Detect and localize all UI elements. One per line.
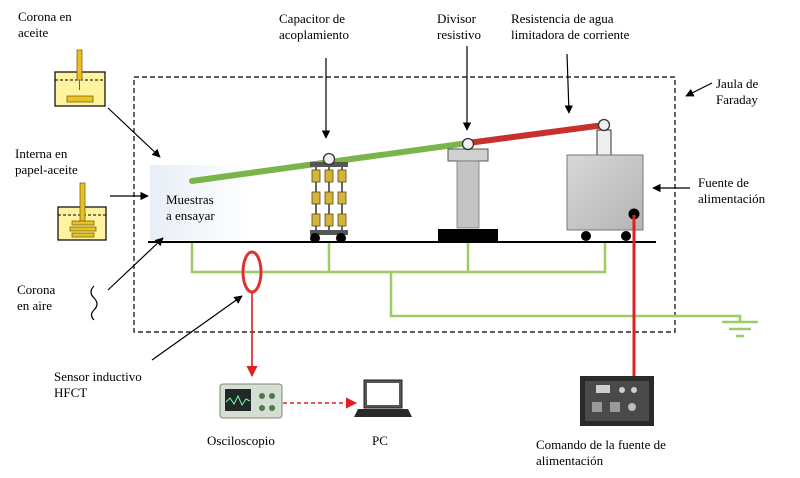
faraday-cage bbox=[133, 76, 676, 333]
ground-network bbox=[190, 243, 742, 321]
label-capacitor: Capacitor de acoplamiento bbox=[279, 11, 350, 42]
oscilloscope-icon bbox=[219, 383, 283, 419]
label-corona-aceite: Corona en aceite bbox=[18, 9, 72, 40]
cup-paper-oil-icon bbox=[57, 182, 107, 241]
label-resistencia: Resistencia de agua limitadora de corrie… bbox=[511, 11, 630, 42]
capacitor-stack-icon bbox=[310, 152, 348, 243]
label-divisor: Divisor resistivo bbox=[437, 11, 482, 42]
label-jaula: Jaula de Faraday bbox=[716, 76, 759, 107]
label-comando: Comando de la fuente de alimentación bbox=[536, 437, 666, 468]
label-sensor-hfct: Sensor inductivo HFCT bbox=[54, 369, 142, 400]
label-corona-aire: Corona en aire bbox=[17, 282, 56, 313]
squiggle-icon bbox=[90, 285, 98, 321]
hv-conductor-red bbox=[465, 122, 607, 146]
resistive-divider-icon bbox=[438, 137, 498, 242]
cup-oil-corona-icon bbox=[54, 49, 106, 107]
laptop-icon bbox=[354, 379, 412, 417]
control-panel-icon bbox=[580, 376, 654, 426]
label-interna-papel-aceite: Interna en papel-aceite bbox=[15, 146, 78, 177]
label-pc: PC bbox=[372, 433, 388, 448]
label-osciloscopio: Osciloscopio bbox=[207, 433, 275, 448]
label-muestras: Muestras a ensayar bbox=[166, 192, 215, 223]
power-source-icon bbox=[566, 118, 644, 241]
label-fuente: Fuente de alimentación bbox=[698, 175, 766, 206]
annotation-arrows bbox=[107, 46, 713, 361]
ground-symbol-icon bbox=[722, 320, 758, 338]
